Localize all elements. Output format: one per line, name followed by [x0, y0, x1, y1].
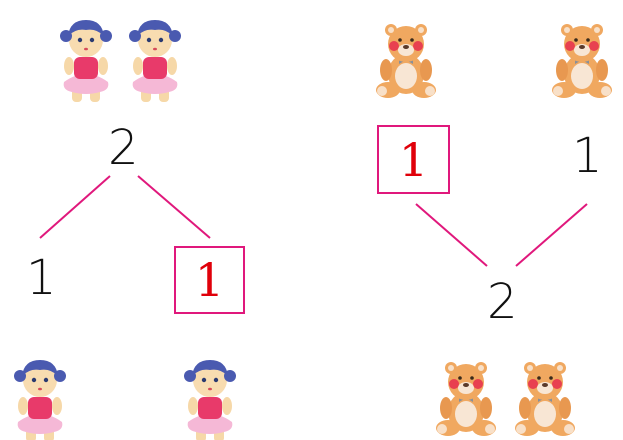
branch-line: [515, 203, 588, 267]
branch-line: [415, 203, 488, 267]
left-part-number: 1: [26, 250, 57, 306]
teddy-bear-icon: [552, 24, 612, 98]
branch-line: [137, 175, 211, 239]
teddy-bear-icon: [515, 362, 575, 436]
branch-line: [39, 175, 111, 239]
right-part-number: 1: [572, 128, 603, 184]
doll-icon: [60, 20, 112, 102]
doll-icon: [129, 20, 181, 102]
teddy-bear-icon: [436, 362, 496, 436]
right-total-number: 2: [487, 274, 518, 330]
left-answer-box[interactable]: 1: [174, 246, 245, 314]
right-answer-box[interactable]: 1: [377, 125, 450, 194]
teddy-bear-icon: [376, 24, 436, 98]
doll-icon: [184, 360, 236, 440]
doll-icon: [14, 360, 66, 440]
left-top-number: 2: [108, 120, 139, 176]
